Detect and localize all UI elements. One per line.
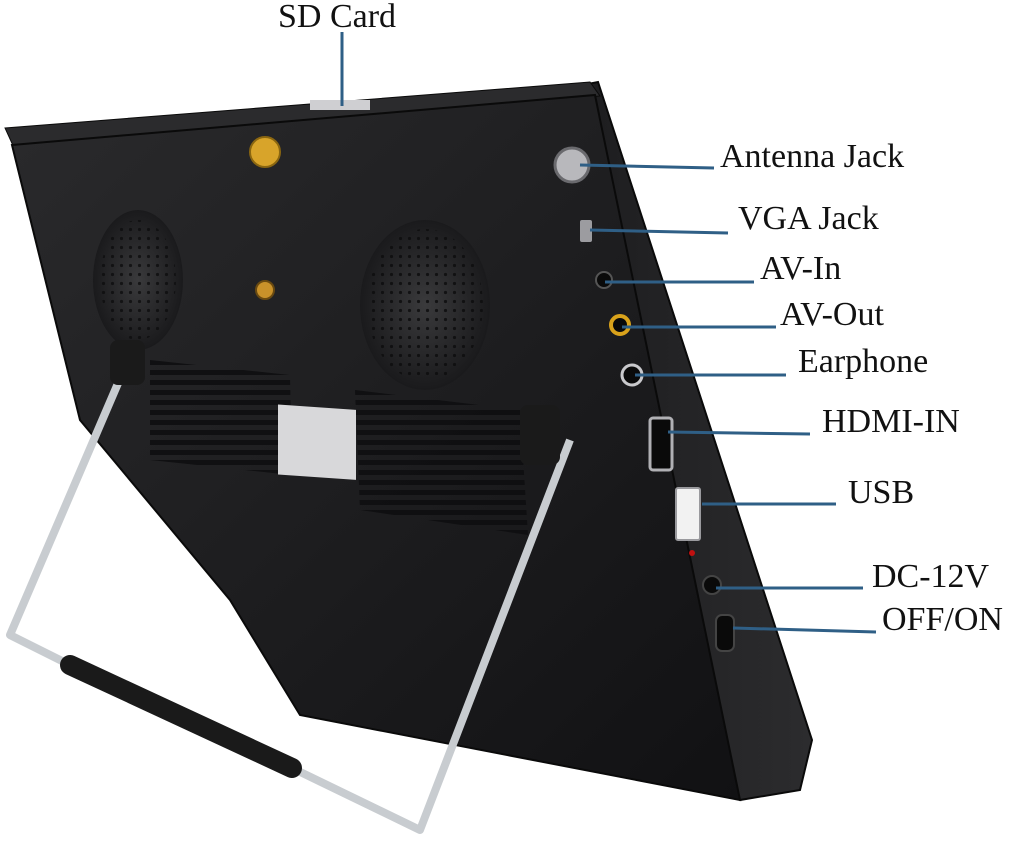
label-dc-12v: DC-12V — [872, 558, 990, 595]
right-vent — [355, 390, 528, 535]
av-out-port — [609, 314, 631, 336]
label-off-on: OFF/ON — [882, 601, 1003, 638]
callout-hdmi-in — [667, 430, 811, 436]
stand-hinge-left — [110, 340, 145, 385]
label-av-out: AV-Out — [780, 296, 884, 333]
callout-off-on — [732, 626, 877, 634]
rating-label — [278, 404, 356, 480]
label-antenna-jack: Antenna Jack — [720, 138, 905, 175]
charge-indicator — [689, 550, 695, 556]
label-sd-card: SD Card — [278, 0, 397, 35]
left-vent — [150, 360, 292, 475]
av-in-port — [595, 271, 613, 289]
label-usb: USB — [848, 474, 915, 511]
usb-port — [675, 487, 701, 541]
label-vga-jack: VGA Jack — [738, 200, 879, 237]
stand-grip — [60, 655, 302, 778]
off-on-switch — [715, 614, 735, 652]
stand-hinge — [520, 405, 560, 465]
warranty-sticker — [249, 136, 281, 168]
mount-insert — [255, 280, 275, 300]
callout-vga-jack — [589, 228, 729, 235]
callout-antenna-jack — [579, 163, 715, 170]
dc-12v-port — [702, 575, 722, 595]
label-av-in: AV-In — [760, 250, 842, 287]
hdmi-in-port — [648, 416, 674, 472]
right-speaker-grille — [367, 229, 483, 381]
label-hdmi-in: HDMI-IN — [822, 403, 960, 440]
vga-jack-port — [580, 220, 592, 242]
left-speaker-grille — [100, 220, 176, 340]
label-earphone: Earphone — [798, 343, 929, 380]
callout-lines — [340, 32, 877, 634]
sd-card-slot — [310, 100, 370, 110]
